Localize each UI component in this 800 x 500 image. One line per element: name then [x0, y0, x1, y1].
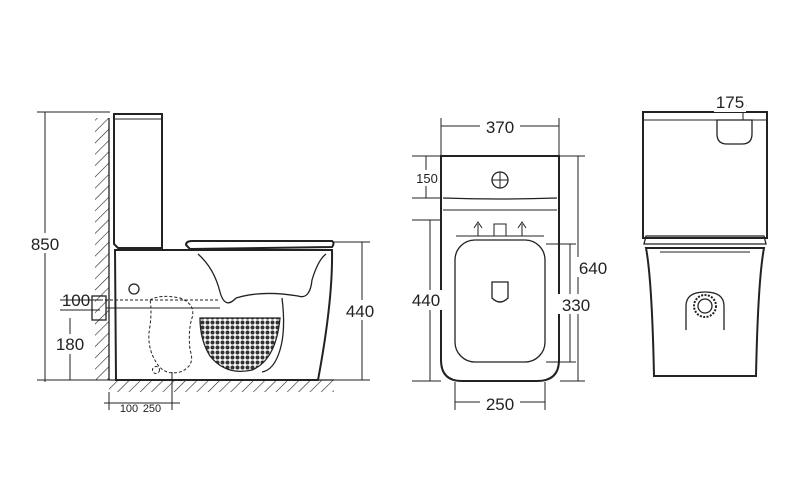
trapway-mesh: [199, 317, 281, 373]
side-view: 850 100 180 440 100 250: [26, 111, 380, 415]
dim-rear-tank-depth: 175: [716, 93, 744, 112]
dim-seat-width: 250: [486, 395, 514, 414]
tank-outline: [113, 113, 163, 249]
wall-hatch: [95, 118, 109, 380]
rear-tank: [642, 111, 768, 239]
dim-inlet-height: 100: [62, 291, 90, 310]
floor-hatch: [109, 380, 334, 392]
rear-body: [644, 247, 766, 377]
dim-outlet-height: 180: [56, 335, 84, 354]
dim-tank-depth: 150: [416, 171, 438, 186]
dim-bowl-height: 440: [346, 302, 374, 321]
top-view: 370 150 440 640 330 250: [406, 116, 614, 414]
rear-outlet-arch: [685, 291, 725, 330]
dim-total-depth: 640: [579, 259, 607, 278]
dim-overall-width: 370: [486, 118, 514, 137]
dim-offset-a: 100: [120, 403, 138, 415]
dim-bowl-depth: 440: [412, 291, 440, 310]
inlet-valve-icon: [128, 283, 140, 295]
rear-tank-cutout: [716, 119, 753, 145]
outlet-flange-icon: [693, 294, 717, 318]
seat-outline: [454, 239, 546, 363]
dim-offset-b: 250: [143, 403, 161, 415]
s-trap-dashed: [148, 295, 194, 374]
seat-lid: [184, 240, 335, 251]
rear-view: 175: [642, 93, 768, 377]
bowl-body: [113, 249, 334, 381]
seat-handle: [491, 281, 509, 303]
top-outline: [440, 155, 560, 382]
dim-total-height: 850: [31, 235, 59, 254]
dim-seat-depth: 330: [562, 296, 590, 315]
